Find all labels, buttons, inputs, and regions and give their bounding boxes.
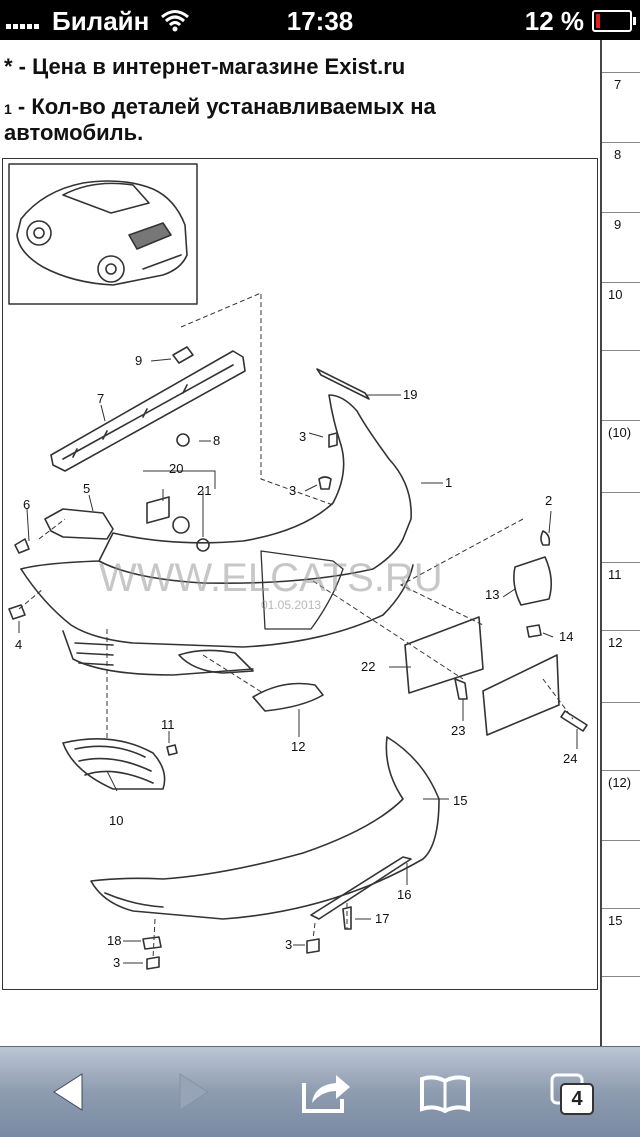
watermark: WWW.ELCATS.RU (99, 556, 443, 600)
part-label-24[interactable]: 24 (563, 751, 577, 766)
page-index-cell[interactable] (602, 976, 640, 1045)
quantity-note: 1 - Кол-во деталей устанавливаемых на ав… (4, 94, 564, 146)
battery-icon (592, 10, 636, 32)
page-index-column: 7 8 9 10 (10) 11 12 (12) 15 (600, 40, 640, 1046)
part-label-19[interactable]: 19 (403, 387, 417, 402)
back-icon[interactable] (44, 1069, 94, 1115)
part-label-10[interactable]: 10 (109, 813, 123, 828)
share-icon[interactable] (296, 1069, 356, 1115)
bookmarks-icon[interactable] (418, 1069, 472, 1115)
page-index-cell[interactable]: (10) (602, 420, 640, 493)
part-label-3[interactable]: 3 (299, 429, 306, 444)
part-label-11[interactable]: 11 (161, 717, 175, 732)
part-label-9[interactable]: 9 (135, 353, 142, 368)
part-label-3[interactable]: 3 (285, 937, 292, 952)
part-label-22[interactable]: 22 (361, 659, 375, 674)
parts-diagram[interactable]: WWW.ELCATS.RU 01.05.2013 1 2 3 3 3 3 4 5… (2, 158, 598, 990)
page-index-cell[interactable]: 9 (602, 212, 640, 283)
part-label-3[interactable]: 3 (289, 483, 296, 498)
watermark-date: 01.05.2013 (261, 598, 321, 612)
part-label-14[interactable]: 14 (559, 629, 573, 644)
part-label-6[interactable]: 6 (23, 497, 30, 512)
signal-strength-icon (6, 11, 39, 29)
part-label-5[interactable]: 5 (83, 481, 90, 496)
part-label-4[interactable]: 4 (15, 637, 22, 652)
part-label-1[interactable]: 1 (445, 475, 452, 490)
tab-count: 4 (560, 1083, 594, 1115)
part-label-23[interactable]: 23 (451, 723, 465, 738)
page-index-cell[interactable]: 15 (602, 908, 640, 977)
page-index-cell[interactable]: 7 (602, 72, 640, 143)
part-label-21[interactable]: 21 (197, 483, 211, 498)
page-index-cell[interactable] (602, 492, 640, 563)
part-label-18[interactable]: 18 (107, 933, 121, 948)
part-label-7[interactable]: 7 (97, 391, 104, 406)
part-label-8[interactable]: 8 (213, 433, 220, 448)
page-index-cell[interactable]: 8 (602, 142, 640, 213)
parts-diagram-drawing: WWW.ELCATS.RU 01.05.2013 1 2 3 3 3 3 4 5… (8, 163, 588, 970)
part-label-16[interactable]: 16 (397, 887, 411, 902)
notes-header: * - Цена в интернет-магазине Exist.ru 1 … (0, 40, 598, 158)
part-label-12[interactable]: 12 (291, 739, 305, 754)
part-label-3[interactable]: 3 (113, 955, 120, 970)
page-index-cell[interactable]: (12) (602, 770, 640, 841)
battery-percent: 12 % (524, 6, 584, 36)
page-index-cell[interactable] (602, 840, 640, 909)
part-label-17[interactable]: 17 (375, 911, 389, 926)
quantity-note-text: - Кол-во деталей устанавливаемых на авто… (4, 94, 436, 145)
page-index-cell[interactable] (602, 350, 640, 421)
page-index-cell[interactable]: 10 (602, 282, 640, 351)
price-note: * - Цена в интернет-магазине Exist.ru (4, 54, 406, 79)
carrier-name: Билайн (52, 6, 150, 36)
forward-icon[interactable] (168, 1069, 218, 1115)
page-index-cell[interactable]: 11 (602, 562, 640, 631)
quantity-note-marker: 1 (4, 101, 12, 117)
browser-toolbar: 4 (0, 1046, 640, 1137)
part-label-2[interactable]: 2 (545, 493, 552, 508)
wifi-icon (161, 10, 189, 32)
tabs-icon[interactable]: 4 (546, 1069, 596, 1115)
part-label-13[interactable]: 13 (485, 587, 499, 602)
page-index-cell[interactable] (602, 702, 640, 771)
status-bar: Билайн 17:38 12 % (0, 0, 640, 40)
part-label-15[interactable]: 15 (453, 793, 467, 808)
page-index-cell[interactable]: 12 (602, 630, 640, 703)
clock: 17:38 (286, 6, 354, 36)
part-label-20[interactable]: 20 (169, 461, 183, 476)
